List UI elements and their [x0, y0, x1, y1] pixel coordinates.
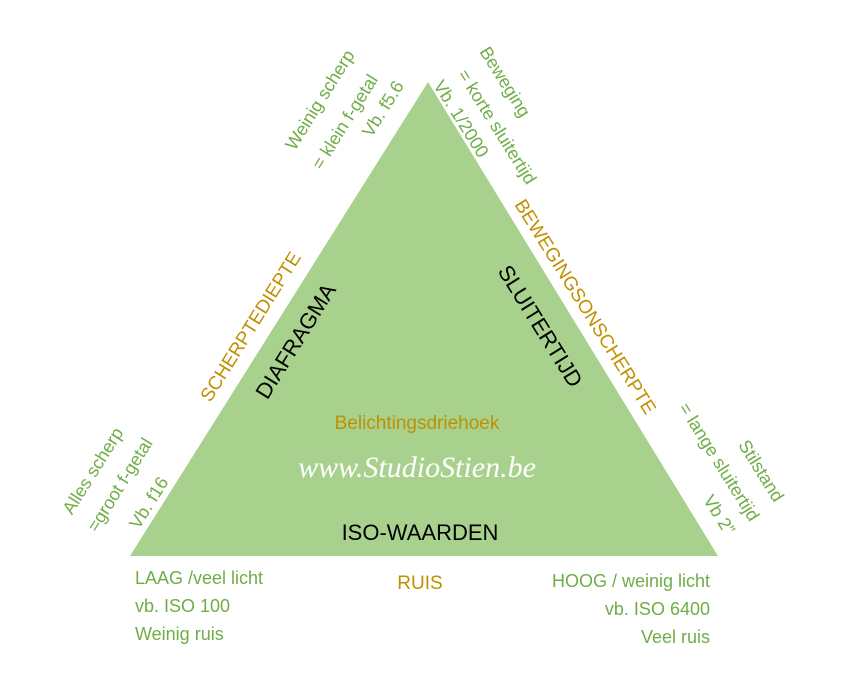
- bottom-right-line-1: HOOG / weinig licht: [552, 571, 710, 591]
- bottom-right-line-3: Veel ruis: [641, 627, 710, 647]
- bottom-left-line-3: Weinig ruis: [135, 624, 224, 644]
- side-bottom-label: ISO-WAARDEN: [342, 520, 499, 545]
- bottom-left-line-1: LAAG /veel licht: [135, 568, 263, 588]
- watermark: www.StudioStien.be: [298, 451, 536, 484]
- effect-bottom: RUIS: [397, 573, 442, 594]
- triangle: [130, 82, 718, 556]
- bottom-right-line-2: vb. ISO 6400: [605, 599, 710, 619]
- center-title: Belichtingsdriehoek: [335, 413, 500, 434]
- bottom-left-line-2: vb. ISO 100: [135, 596, 230, 616]
